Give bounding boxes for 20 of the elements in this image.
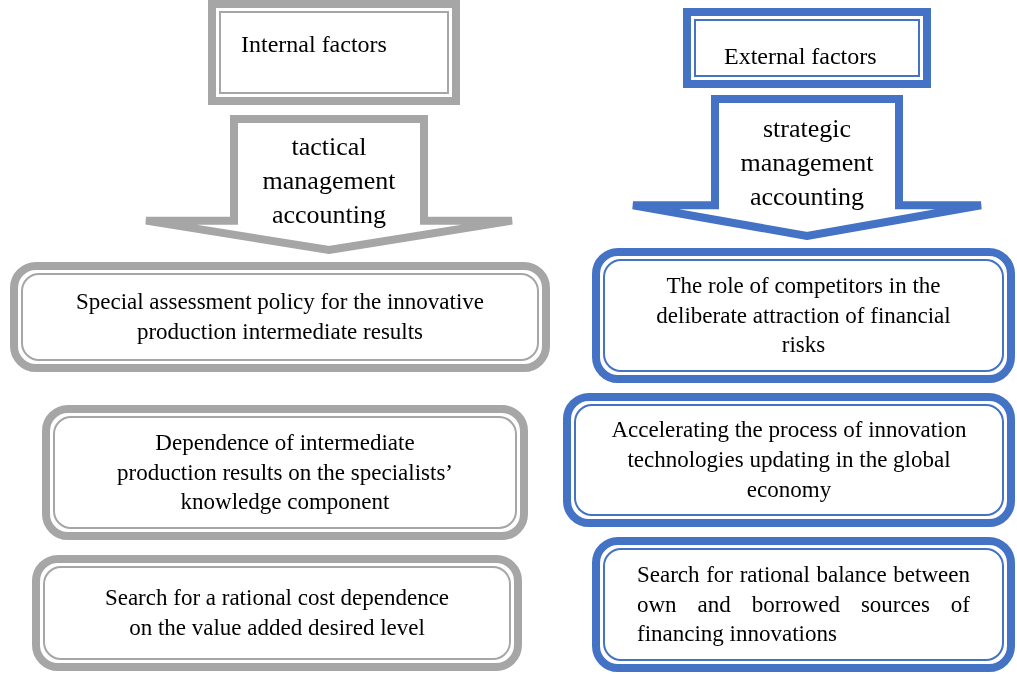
block-arrow bbox=[142, 115, 516, 254]
node-text: Accelerating the process of innovation technologies updating in the global economy bbox=[610, 416, 968, 504]
edge-label: strategic management accounting bbox=[739, 113, 875, 213]
node-text: Search for a rational cost dependence on the value added desired level bbox=[103, 584, 451, 642]
factor-box bbox=[32, 555, 522, 671]
block-arrow bbox=[629, 95, 985, 240]
node-text: The role of competitors in the deliberate attraction of financial risks bbox=[655, 271, 952, 360]
factor-box bbox=[683, 8, 931, 88]
edge-label: tactical management accounting bbox=[261, 131, 397, 231]
node-text: Dependence of intermediate production results on the specialists’ knowledge component bbox=[116, 428, 454, 517]
factor-box bbox=[10, 262, 550, 372]
node-text: External factors bbox=[724, 42, 878, 71]
node-text: Search for rational balance between own and borrowed sources of financing innovations bbox=[637, 560, 970, 649]
factor-box bbox=[592, 537, 1015, 672]
factor-box bbox=[592, 248, 1015, 383]
factor-box bbox=[563, 393, 1015, 527]
node-text: Special assessment policy for the innovative production intermediate results bbox=[74, 288, 486, 346]
factor-box bbox=[208, 0, 460, 105]
node-text: Internal factors bbox=[241, 30, 388, 59]
factor-box bbox=[42, 405, 528, 540]
